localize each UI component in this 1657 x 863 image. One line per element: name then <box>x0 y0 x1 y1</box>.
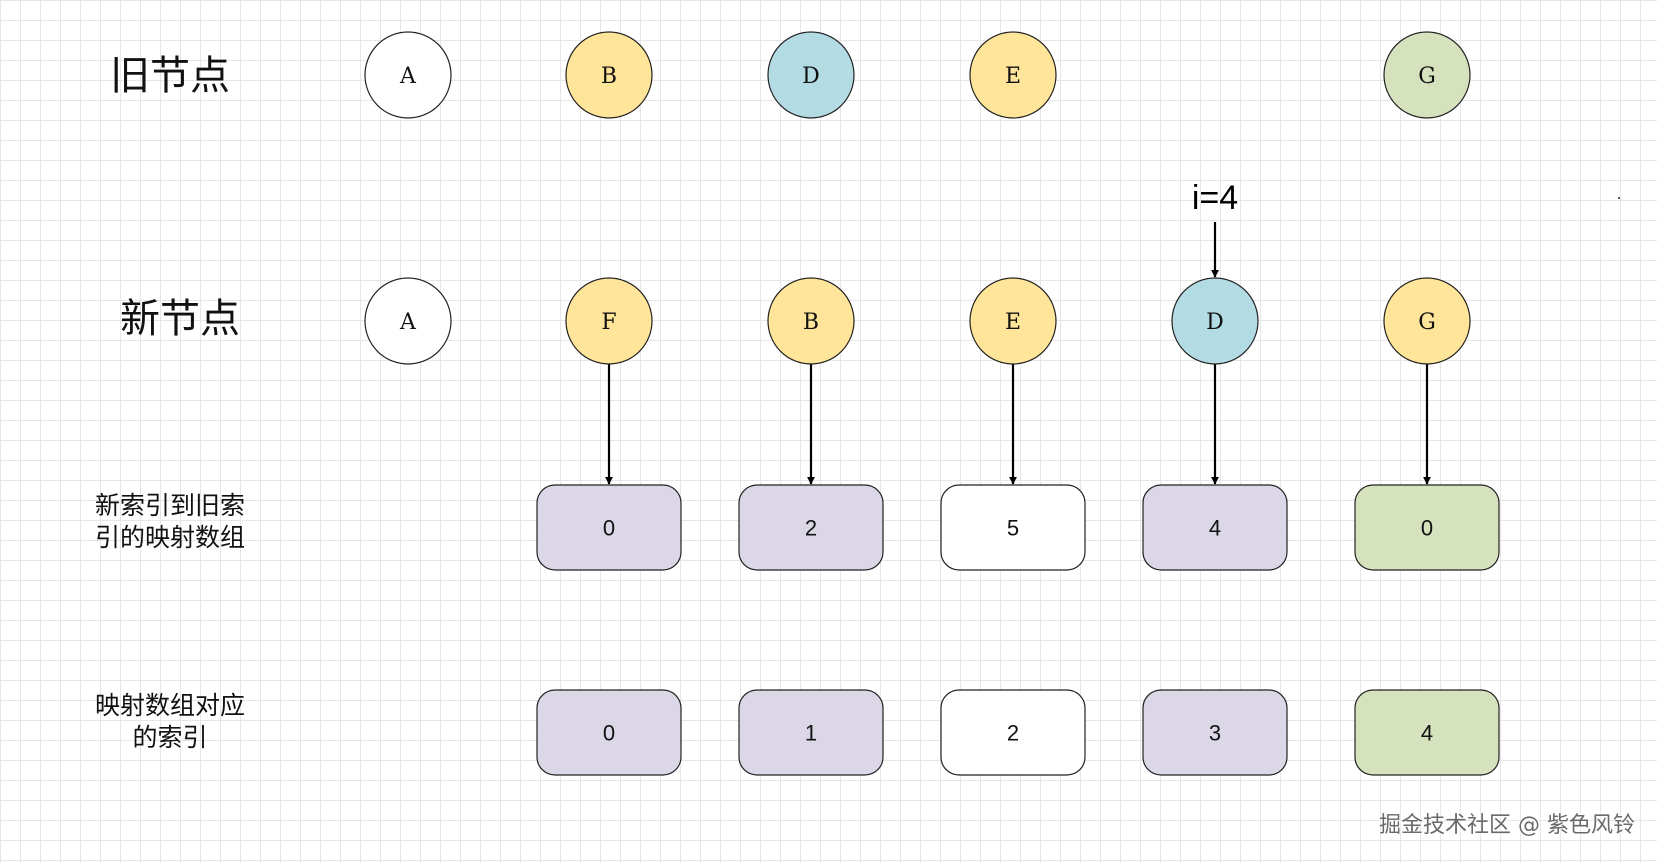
old-nodes-label: 旧节点 <box>110 53 230 99</box>
mapping-index-cell-4-rect <box>1354 689 1500 776</box>
new-node-b-label: B <box>803 310 819 335</box>
watermark-text: 掘金技术社区 @ 紫色风铃 <box>1379 813 1635 838</box>
old-node-a: A <box>364 31 452 119</box>
mapping-index-cell-0: 0 <box>536 689 682 776</box>
mapping-array-cell-0-rect <box>536 484 682 571</box>
mapping-index-cell-3-rect <box>1142 689 1288 776</box>
mapping-index-cell-3-value: 3 <box>1209 721 1221 746</box>
mapping-array-cell-4-value: 0 <box>1421 516 1433 541</box>
mapping-index-cell-4-value: 4 <box>1421 721 1433 746</box>
old-node-a-label: A <box>399 64 417 89</box>
mapping-array-cell-1-value: 2 <box>805 516 817 541</box>
old-node-b: B <box>565 31 653 119</box>
new-node-e-label: E <box>1005 310 1021 335</box>
stray-dot <box>1618 197 1620 199</box>
old-node-g-circle <box>1383 31 1471 119</box>
mapping-array-cell-1: 2 <box>738 484 884 571</box>
new-node-a-circle <box>364 277 452 365</box>
mapping-array-cell-1-rect <box>738 484 884 571</box>
new-nodes-label: 新节点 <box>120 296 240 342</box>
new-node-b: B <box>767 277 855 365</box>
old-node-d: D <box>767 31 855 119</box>
new-node-e: E <box>969 277 1057 365</box>
loop-pointer-label: i=4 <box>1191 179 1239 217</box>
new-node-f-label: F <box>601 310 616 335</box>
mapping-array-cell-3: 4 <box>1142 484 1288 571</box>
old-node-g-label: G <box>1418 64 1436 89</box>
new-node-d-circle <box>1171 277 1259 365</box>
old-node-b-circle <box>565 31 653 119</box>
mapping-array-cell-2-rect <box>940 484 1086 571</box>
new-node-g: G <box>1383 277 1471 365</box>
mapping-index-cell-0-rect <box>536 689 682 776</box>
mapping-index-cell-2-value: 2 <box>1007 721 1019 746</box>
mapping-array-cell-3-value: 4 <box>1209 516 1221 541</box>
mapping-array-cell-4-rect <box>1354 484 1500 571</box>
mapping-array-cell-4: 0 <box>1354 484 1500 571</box>
mapping-index-cell-1: 1 <box>738 689 884 776</box>
mapping-index-cell-2-rect <box>940 689 1086 776</box>
mapping-array-cell-3-rect <box>1142 484 1288 571</box>
mapping-array-cell-0: 0 <box>536 484 682 571</box>
old-node-b-label: B <box>601 64 617 89</box>
new-node-d-label: D <box>1206 310 1224 335</box>
old-node-d-circle <box>767 31 855 119</box>
mapping-index-cell-2: 2 <box>940 689 1086 776</box>
mapping-array-cell-2-value: 5 <box>1007 516 1019 541</box>
mapping-array-label: 新索引到旧索 引的映射数组 <box>94 491 245 552</box>
mapping-array-cell-0-value: 0 <box>603 516 615 541</box>
new-node-a-label: A <box>399 310 417 335</box>
new-node-f: F <box>565 277 653 365</box>
new-node-b-circle <box>767 277 855 365</box>
new-node-a: A <box>364 277 452 365</box>
mapping-index-cell-4: 4 <box>1354 689 1500 776</box>
mapping-index-cell-1-rect <box>738 689 884 776</box>
new-node-e-circle <box>969 277 1057 365</box>
mapping-index-cell-0-value: 0 <box>603 721 615 746</box>
old-node-e-circle <box>969 31 1057 119</box>
old-node-g: G <box>1383 31 1471 119</box>
old-node-e: E <box>969 31 1057 119</box>
old-node-e-label: E <box>1005 64 1021 89</box>
mapping-index-cell-3: 3 <box>1142 689 1288 776</box>
old-node-a-circle <box>364 31 452 119</box>
new-node-g-label: G <box>1418 310 1436 335</box>
new-node-d: D <box>1171 277 1259 365</box>
new-node-g-circle <box>1383 277 1471 365</box>
mapping-index-cell-1-value: 1 <box>805 721 817 746</box>
mapping-array-cell-2: 5 <box>940 484 1086 571</box>
mapping-index-label: 映射数组对应 的索引 <box>94 691 245 752</box>
new-node-f-circle <box>565 277 653 365</box>
old-node-d-label: D <box>802 64 820 89</box>
